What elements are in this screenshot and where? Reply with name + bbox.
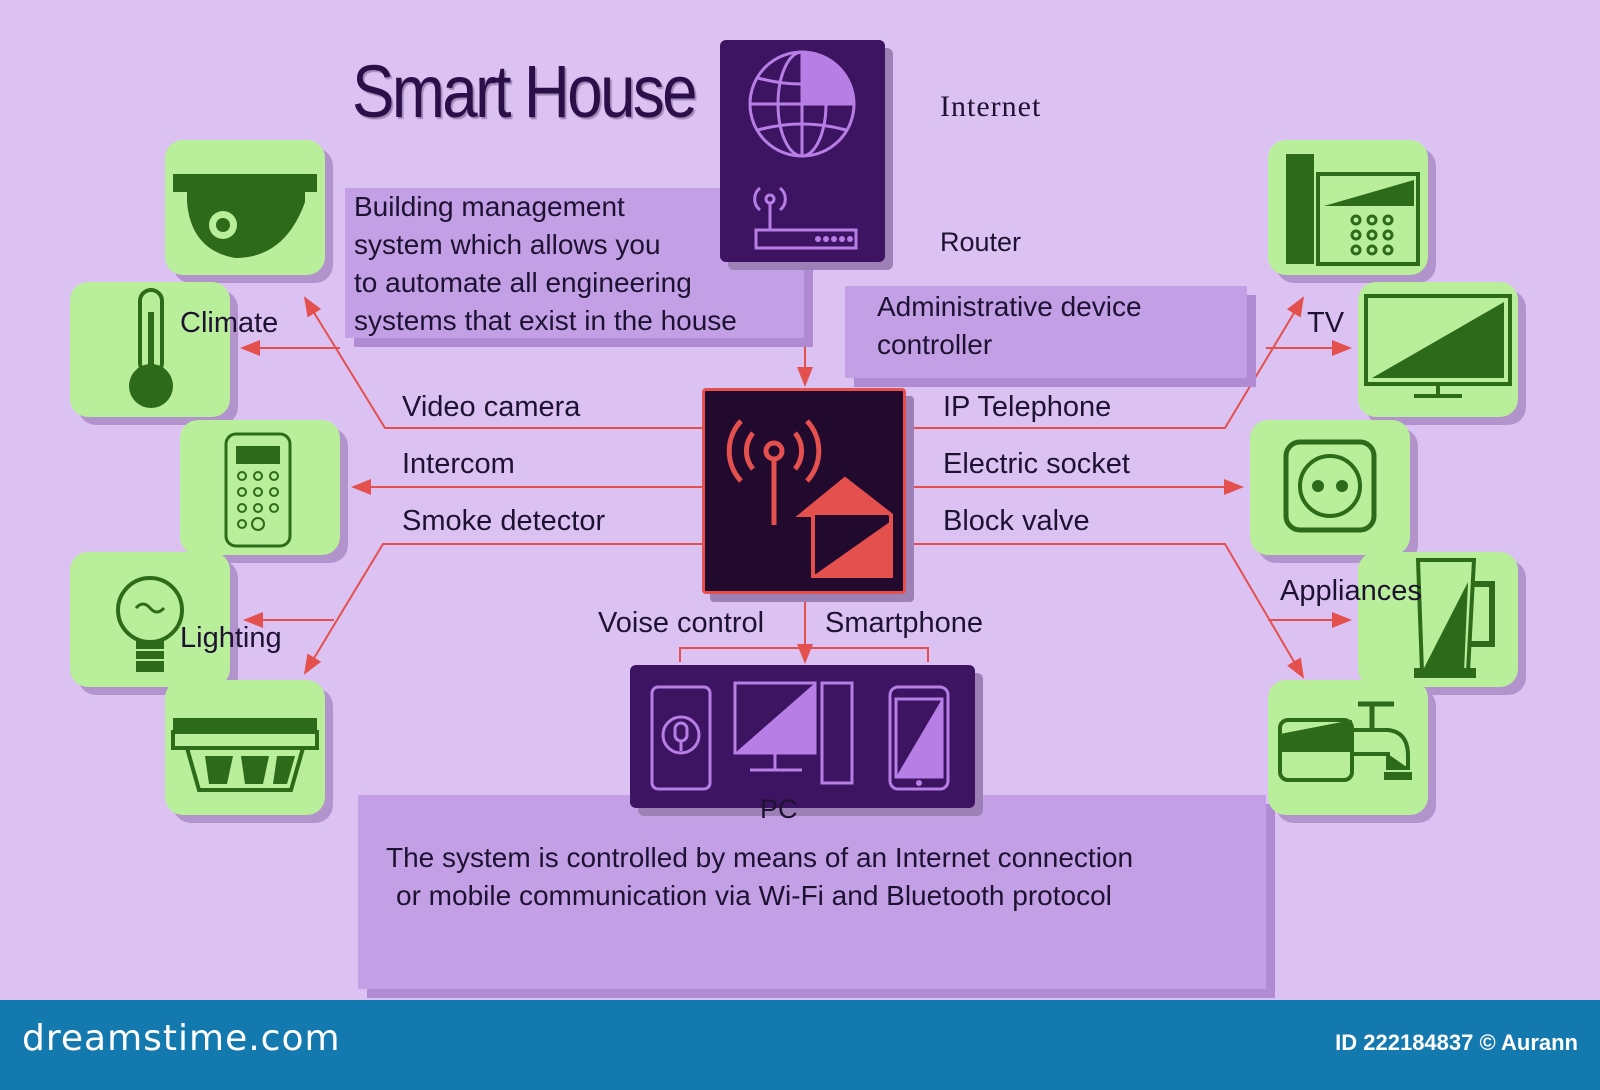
controller-line: controller — [877, 329, 993, 360]
router-label: Router — [940, 227, 1022, 257]
footer-bar — [0, 1000, 1600, 1090]
climate-label: Climate — [180, 307, 279, 339]
voice-control-label: Voise control — [598, 607, 765, 639]
pc-label: PC — [760, 794, 798, 824]
video-camera-label: Video camera — [402, 391, 581, 423]
page-title: Smart House — [352, 50, 698, 133]
line-to-camera-climate — [303, 296, 702, 429]
intercom-tile — [180, 420, 340, 555]
watermark-logo: dreamstime.com — [22, 1018, 341, 1059]
internet-router-panel — [720, 40, 885, 262]
central-hub — [702, 388, 906, 594]
smoke-detector-label: Smoke detector — [402, 505, 606, 537]
climate-tile — [70, 282, 230, 417]
connection-lines — [240, 265, 1352, 679]
internet-label: Internet — [940, 90, 1042, 123]
block-valve-tile — [1268, 680, 1428, 815]
description-box: Building management system which allows … — [345, 188, 804, 338]
block-valve-label: Block valve — [943, 505, 1090, 537]
smart-home-hub-icon — [726, 419, 893, 578]
video-camera-icon — [173, 174, 317, 258]
pc-icon — [733, 681, 854, 785]
lighting-label: Lighting — [180, 622, 282, 654]
lighting-tile — [70, 552, 230, 687]
line-to-smoke-lighting — [303, 543, 702, 675]
controller-box: Administrative device controller — [845, 286, 1247, 378]
tv-icon — [1364, 294, 1512, 398]
smartphone-label: Smartphone — [825, 607, 983, 639]
devices-panel — [630, 665, 975, 808]
description-line: Building management — [354, 191, 625, 222]
line-to-block-valve — [903, 543, 1305, 679]
smoke-detector-tile — [165, 680, 325, 815]
bottom-info-line: or mobile communication via Wi-Fi and Bl… — [396, 880, 1112, 911]
appliances-tile — [1358, 552, 1518, 687]
smoke-detector-icon — [171, 718, 319, 792]
thermometer-icon — [129, 288, 173, 408]
line-to-ip-telephone — [903, 296, 1305, 429]
intercom-label: Intercom — [402, 448, 515, 480]
bottom-info-box: The system is controlled by means of an … — [358, 795, 1266, 989]
description-line: to automate all engineering — [354, 267, 692, 298]
intercom-icon — [224, 432, 292, 548]
electric-socket-tile — [1250, 420, 1410, 555]
image-credit: ID 222184837 © Aurann — [1335, 1030, 1578, 1055]
ip-telephone-tile — [1268, 140, 1428, 275]
description-line: system which allows you — [354, 229, 661, 260]
water-tap-icon — [1278, 701, 1412, 782]
kettle-icon — [1414, 558, 1495, 678]
tv-tile — [1358, 282, 1518, 417]
light-bulb-icon — [116, 576, 184, 672]
telephone-icon — [1286, 154, 1420, 266]
ip-telephone-label: IP Telephone — [943, 391, 1112, 423]
description-line: systems that exist in the house — [354, 305, 737, 336]
globe-icon — [748, 50, 856, 158]
smartphone-icon — [888, 685, 950, 791]
video-camera-tile — [165, 140, 325, 275]
bottom-info-line: The system is controlled by means of an … — [386, 842, 1134, 873]
electric-socket-icon — [1283, 439, 1377, 533]
line-to-voice-smartphone — [679, 647, 929, 662]
controller-line: Administrative device — [877, 291, 1142, 322]
voice-control-icon — [650, 685, 712, 791]
appliances-label: Appliances — [1280, 575, 1422, 607]
router-icon — [753, 186, 858, 250]
electric-socket-label: Electric socket — [943, 448, 1130, 480]
tv-label: TV — [1307, 307, 1345, 339]
